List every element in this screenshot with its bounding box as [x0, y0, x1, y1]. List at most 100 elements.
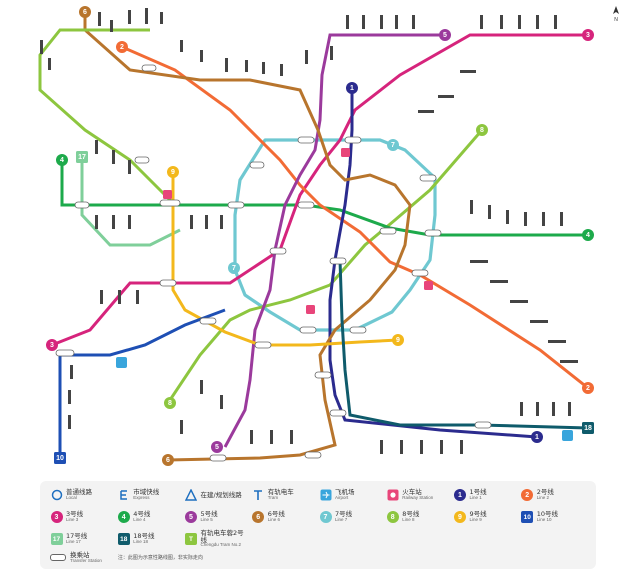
station-label [270, 430, 273, 444]
line-badge[interactable]: 17 [76, 151, 88, 163]
lines-layer [38, 12, 589, 462]
line-badge-label: 7 [232, 265, 236, 272]
transfer-station[interactable] [141, 64, 157, 72]
north-arrow-icon [613, 6, 619, 14]
station-label [560, 360, 578, 363]
railway-station-icon[interactable] [306, 305, 315, 314]
line-badge-shape [531, 431, 543, 443]
transfer-station[interactable] [299, 326, 317, 334]
line-badge[interactable]: 6 [162, 454, 174, 466]
line-badge[interactable]: 2 [116, 41, 128, 53]
station-label [200, 380, 203, 394]
line-badge[interactable]: 5 [439, 29, 451, 41]
transfer-station[interactable] [159, 199, 181, 207]
transfer-station[interactable] [269, 247, 287, 255]
station-labels-layer [40, 8, 578, 454]
line-badge[interactable]: 10 [54, 452, 66, 464]
line-badge[interactable]: 3 [582, 29, 594, 41]
transfer-station[interactable] [419, 174, 437, 182]
line-badge[interactable]: 8 [164, 397, 176, 409]
line-badge[interactable]: 3 [46, 339, 58, 351]
legend-item-en: Local [66, 495, 77, 501]
transfer-station[interactable] [199, 317, 217, 325]
transfer-station[interactable] [134, 156, 150, 164]
transfer-station-icon [50, 554, 66, 562]
railway-station-icon[interactable] [424, 281, 433, 290]
legend-item-cn: 5号线 [200, 510, 218, 519]
line-badge-shape [439, 29, 451, 41]
station-label [524, 212, 527, 226]
station-label [95, 140, 98, 154]
station-label [68, 390, 71, 404]
transfer-station[interactable] [254, 341, 272, 349]
transfer-station[interactable] [344, 136, 362, 144]
airport-icon[interactable] [562, 430, 573, 441]
transfer-station[interactable] [209, 454, 227, 462]
legend-item-cn: 3号线 [66, 510, 84, 519]
station-label [536, 402, 539, 416]
transfer-station[interactable] [249, 161, 265, 169]
station-label [438, 95, 454, 98]
line-badge[interactable]: 6 [79, 6, 91, 18]
transfer-station[interactable] [379, 227, 397, 235]
line-badge[interactable]: 9 [167, 166, 179, 178]
station-label [70, 365, 73, 379]
line-badge[interactable]: 9 [392, 334, 404, 346]
station-label [460, 70, 476, 73]
station-label [112, 215, 115, 229]
line-badge[interactable]: 1 [531, 431, 543, 443]
railway-station-icon[interactable] [341, 148, 350, 157]
transfer-station[interactable] [411, 269, 429, 277]
station-label [440, 440, 443, 454]
line-badge[interactable]: 5 [211, 441, 223, 453]
legend-item-cn: 市域快线 [133, 488, 160, 497]
station-label [68, 415, 71, 429]
legend-item-en: Express [133, 495, 150, 501]
legend-item-cn: 4号线 [133, 510, 151, 519]
line-badge[interactable]: 7 [228, 262, 240, 274]
transfer-station[interactable] [329, 257, 347, 265]
transfer-station[interactable] [349, 326, 367, 334]
station-label [128, 10, 131, 24]
station-label [470, 260, 488, 263]
line-badge-label: 6 [83, 9, 87, 16]
line-badge[interactable]: 2 [582, 382, 594, 394]
railway-station-icon[interactable] [163, 190, 172, 199]
transfer-station[interactable] [74, 201, 90, 209]
transfer-station[interactable] [304, 451, 322, 459]
transfer-station[interactable] [474, 421, 492, 429]
line-badge[interactable]: 1 [346, 82, 358, 94]
transfer-station[interactable] [297, 201, 315, 209]
line-badge[interactable]: 7 [387, 139, 399, 151]
station-label [98, 12, 101, 26]
line-badge[interactable]: 4 [56, 154, 68, 166]
station-label [200, 50, 203, 62]
airport-icon[interactable] [116, 357, 127, 368]
transfer-station[interactable] [424, 229, 442, 237]
line-badge-label: 17 [78, 154, 86, 161]
line-badge-label: 9 [171, 169, 175, 176]
station-label [536, 15, 539, 29]
line-square-icon: 17 [50, 533, 63, 546]
line-badge[interactable]: 4 [582, 229, 594, 241]
line-badge[interactable]: 18 [582, 422, 594, 434]
transfer-station[interactable] [55, 349, 75, 357]
line-badge[interactable]: 8 [476, 124, 488, 136]
legend-item-en: Line 5 [200, 517, 213, 523]
station-label [395, 15, 398, 29]
station-label [128, 160, 131, 174]
transfer-station[interactable] [297, 136, 315, 144]
transfer-station[interactable] [227, 201, 245, 209]
transfer-station[interactable] [329, 409, 347, 417]
transfer-station[interactable] [159, 279, 177, 287]
station-label [280, 64, 283, 76]
transfer-station[interactable] [314, 371, 332, 379]
